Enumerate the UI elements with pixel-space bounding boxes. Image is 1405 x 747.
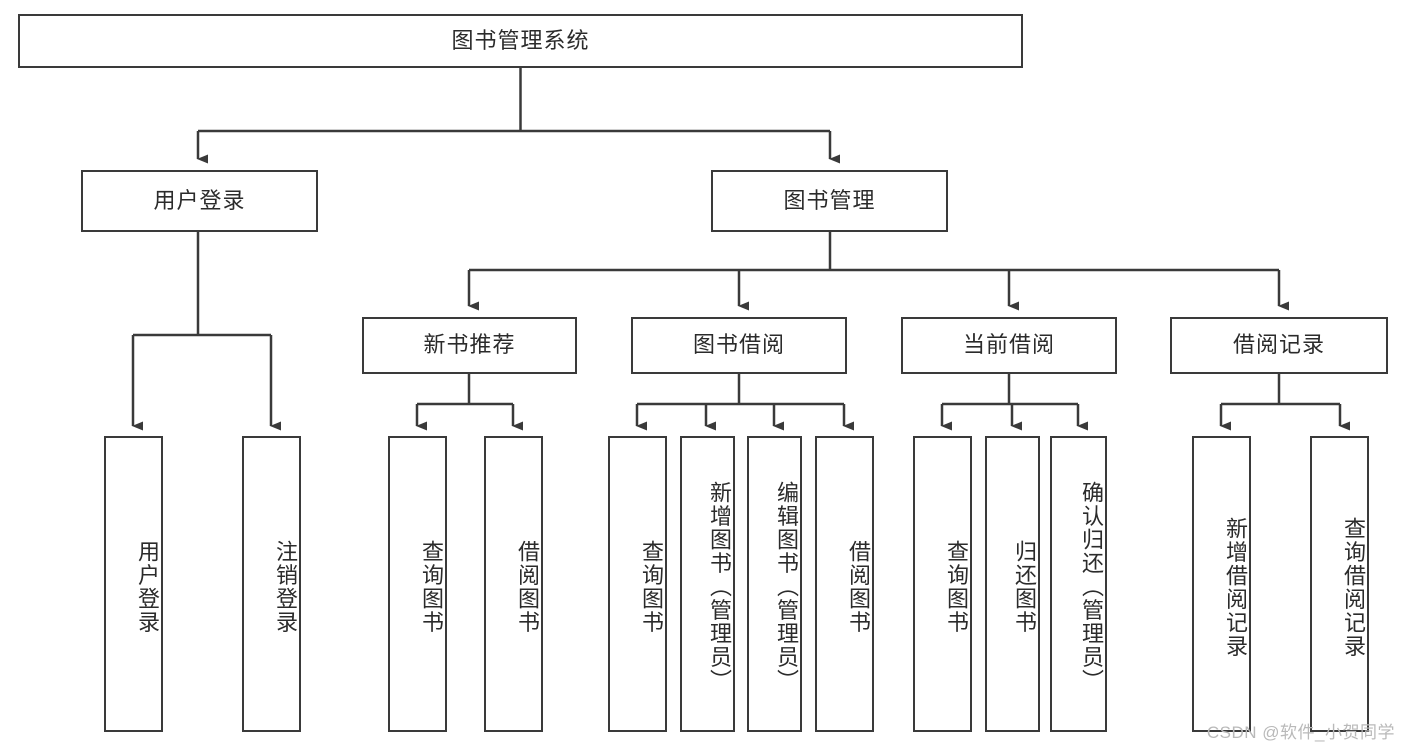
node-borrow-record-label: 借阅记录 [1232, 332, 1325, 358]
node-leaf-borrow-book[interactable]: 借阅图书 [815, 436, 874, 732]
node-leaf-return-book[interactable]: 归还图书 [985, 436, 1040, 732]
node-leaf-query-borrow-record[interactable]: 查询借阅记录 [1310, 436, 1369, 732]
node-leaf-user-login[interactable]: 用户登录 [104, 436, 163, 732]
node-leaf-return-book-label: 归还图书 [1012, 540, 1037, 634]
node-leaf-query-book-current[interactable]: 查询图书 [913, 436, 972, 732]
node-leaf-query-book-borrow-label: 查询图书 [639, 540, 664, 634]
node-root-label: 图书管理系统 [451, 27, 590, 53]
node-leaf-add-book-admin-label: 新增图书（管理员） [707, 481, 732, 693]
node-leaf-confirm-return-admin[interactable]: 确认归还（管理员） [1050, 436, 1107, 732]
node-leaf-edit-book-admin-label: 编辑图书（管理员） [774, 481, 799, 693]
node-leaf-confirm-return-admin-label: 确认归还（管理员） [1079, 481, 1104, 693]
node-borrow-record[interactable]: 借阅记录 [1170, 317, 1388, 374]
node-new-book-rec-label: 新书推荐 [423, 332, 516, 358]
node-leaf-borrow-book-rec[interactable]: 借阅图书 [484, 436, 543, 732]
node-leaf-user-login-label: 用户登录 [135, 540, 160, 634]
node-current-borrow-label: 当前借阅 [962, 332, 1055, 358]
node-user-login[interactable]: 用户登录 [81, 170, 318, 232]
node-leaf-query-book-borrow[interactable]: 查询图书 [608, 436, 667, 732]
node-leaf-add-borrow-record[interactable]: 新增借阅记录 [1192, 436, 1251, 732]
node-leaf-query-book-rec-label: 查询图书 [419, 540, 444, 634]
node-book-borrow-label: 图书借阅 [692, 332, 785, 358]
node-leaf-add-book-admin[interactable]: 新增图书（管理员） [680, 436, 735, 732]
node-user-login-label: 用户登录 [153, 187, 246, 213]
node-leaf-edit-book-admin[interactable]: 编辑图书（管理员） [747, 436, 802, 732]
node-book-borrow[interactable]: 图书借阅 [631, 317, 847, 374]
node-leaf-add-borrow-record-label: 新增借阅记录 [1223, 516, 1248, 658]
csdn-watermark: CSDN @软件_小贺同学 [1206, 723, 1395, 742]
node-leaf-logout[interactable]: 注销登录 [242, 436, 301, 732]
node-leaf-logout-label: 注销登录 [273, 540, 298, 634]
node-book-manage[interactable]: 图书管理 [711, 170, 948, 232]
node-leaf-borrow-book-rec-label: 借阅图书 [515, 540, 540, 634]
node-new-book-rec[interactable]: 新书推荐 [362, 317, 577, 374]
node-root[interactable]: 图书管理系统 [18, 14, 1023, 68]
node-current-borrow[interactable]: 当前借阅 [901, 317, 1117, 374]
node-leaf-query-borrow-record-label: 查询借阅记录 [1341, 516, 1366, 658]
node-leaf-query-book-current-label: 查询图书 [944, 540, 969, 634]
node-book-manage-label: 图书管理 [783, 187, 876, 213]
node-leaf-borrow-book-label: 借阅图书 [846, 540, 871, 634]
node-leaf-query-book-rec[interactable]: 查询图书 [388, 436, 447, 732]
